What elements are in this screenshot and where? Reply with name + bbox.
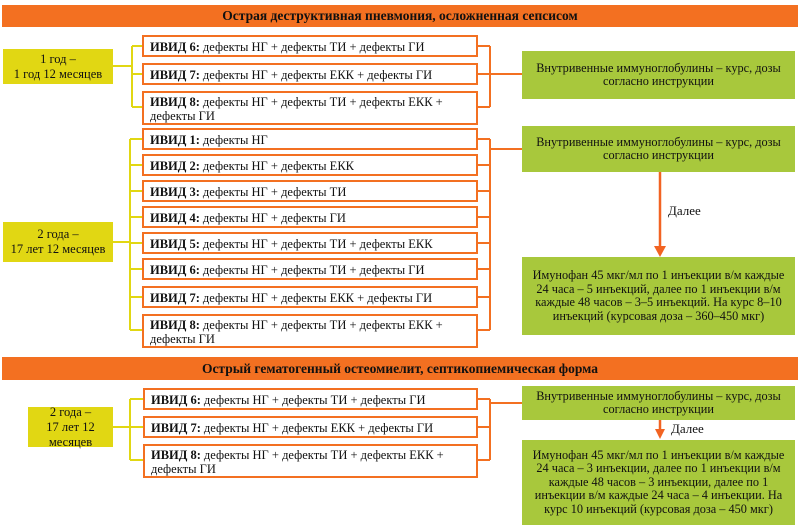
ivid-defects: дефекты НГ + дефекты ЕКК + дефекты ГИ bbox=[203, 421, 434, 435]
ivid-box: ИВИД 8:дефекты НГ + дефекты ТИ + дефекты… bbox=[142, 314, 478, 348]
ivid-number: ИВИД 3: bbox=[150, 185, 200, 199]
ivid-box: ИВИД 8:дефекты НГ + дефекты ТИ + дефекты… bbox=[143, 444, 478, 478]
ivid-defects: дефекты НГ + дефекты ТИ + дефекты ЕКК + … bbox=[150, 95, 443, 123]
ivid-defects: дефекты НГ bbox=[202, 133, 268, 147]
ivid-defects: дефекты НГ + дефекты ГИ bbox=[202, 211, 346, 225]
section-title: Острая деструктивная пневмония, осложнен… bbox=[222, 8, 578, 23]
outcome-text: Внутривенные иммуноглобулины – курс, доз… bbox=[536, 60, 781, 88]
outcome-box-imunofan: Имунофан 45 мкг/мл по 1 инъекции в/м каж… bbox=[522, 257, 795, 335]
age-line: 17 лет 12 месяцев bbox=[46, 419, 95, 449]
ivid-number: ИВИД 8: bbox=[150, 318, 200, 332]
age-line: 1 год – bbox=[40, 51, 76, 66]
ivid-number: ИВИД 8: bbox=[151, 448, 201, 462]
next-step-label: Далее bbox=[671, 421, 704, 437]
ivid-number: ИВИД 2: bbox=[150, 159, 200, 173]
ivid-defects: дефекты НГ + дефекты ТИ + дефекты ЕКК bbox=[202, 237, 433, 251]
ivid-box: ИВИД 6:дефекты НГ + дефекты ТИ + дефекты… bbox=[142, 35, 478, 57]
age-line: 2 года – bbox=[49, 404, 92, 419]
outcome-box-immunoglobulins: Внутривенные иммуноглобулины – курс, доз… bbox=[522, 51, 795, 99]
down-arrow-icon bbox=[654, 172, 666, 257]
ivid-box: ИВИД 7:дефекты НГ + дефекты ЕКК + дефект… bbox=[143, 416, 478, 438]
ivid-box: ИВИД 7:дефекты НГ + дефекты ЕКК + дефект… bbox=[142, 286, 478, 308]
outcome-text: Внутривенные иммуноглобулины – курс, доз… bbox=[536, 388, 781, 416]
ivid-box: ИВИД 8:дефекты НГ + дефекты ТИ + дефекты… bbox=[142, 91, 478, 125]
section-title: Острый гематогенный остеомиелит, септико… bbox=[201, 360, 599, 376]
ivid-box: ИВИД 1:дефекты НГ bbox=[142, 128, 478, 150]
age-box-2-years: 2 года – 17 лет 12 месяцев bbox=[28, 404, 113, 449]
outcome-box-immunoglobulins: Внутривенные иммуноглобулины – курс, доз… bbox=[522, 386, 795, 420]
outcome-text: Имунофан 45 мкг/мл по 1 инъекции в/м каж… bbox=[532, 268, 785, 323]
section-header-osteomyelitis: Острый гематогенный остеомиелит, септико… bbox=[2, 357, 798, 380]
ivid-defects: дефекты НГ + дефекты ЕКК + дефекты ГИ bbox=[202, 291, 433, 305]
age-line: 2 года – bbox=[37, 227, 79, 241]
outcome-text: Внутривенные иммуноглобулины – курс, доз… bbox=[536, 134, 781, 162]
next-step-label: Далее bbox=[668, 203, 701, 219]
ivid-number: ИВИД 1: bbox=[150, 133, 200, 147]
age-line: 1 год 12 месяцев bbox=[13, 66, 103, 81]
section-header-pneumonia: Острая деструктивная пневмония, осложнен… bbox=[2, 5, 798, 27]
ivid-defects: дефекты НГ + дефекты ЕКК bbox=[202, 159, 354, 173]
ivid-number: ИВИД 7: bbox=[151, 421, 201, 435]
ivid-number: ИВИД 6: bbox=[150, 263, 200, 277]
ivid-defects: дефекты НГ + дефекты ЕКК + дефекты ГИ bbox=[202, 68, 433, 82]
ivid-defects: дефекты НГ + дефекты ТИ + дефекты ГИ bbox=[203, 393, 426, 407]
next-step-text: Далее bbox=[671, 421, 704, 436]
age-line: 17 лет 12 месяцев bbox=[10, 242, 106, 256]
ivid-defects: дефекты НГ + дефекты ТИ + дефекты ГИ bbox=[202, 40, 425, 54]
outcome-box-imunofan: Имунофан 45 мкг/мл по 1 инъекции в/м каж… bbox=[522, 440, 795, 525]
ivid-number: ИВИД 7: bbox=[150, 291, 200, 305]
ivid-number: ИВИД 4: bbox=[150, 211, 200, 225]
next-step-text: Далее bbox=[668, 203, 701, 218]
ivid-number: ИВИД 6: bbox=[151, 393, 201, 407]
ivid-box: ИВИД 4:дефекты НГ + дефекты ГИ bbox=[142, 206, 478, 228]
ivid-defects: дефекты НГ + дефекты ТИ + дефекты ЕКК + … bbox=[150, 318, 443, 346]
outcome-box-immunoglobulins: Внутривенные иммуноглобулины – курс, доз… bbox=[522, 126, 795, 172]
ivid-number: ИВИД 8: bbox=[150, 95, 200, 109]
ivid-number: ИВИД 7: bbox=[150, 68, 200, 82]
ivid-box: ИВИД 6:дефекты НГ + дефекты ТИ + дефекты… bbox=[142, 258, 478, 280]
age-box-1-year: 1 год – 1 год 12 месяцев bbox=[3, 49, 113, 84]
ivid-box: ИВИД 5:дефекты НГ + дефекты ТИ + дефекты… bbox=[142, 232, 478, 254]
ivid-number: ИВИД 5: bbox=[150, 237, 200, 251]
age-box-2-years: 2 года – 17 лет 12 месяцев bbox=[3, 222, 113, 262]
ivid-box: ИВИД 2:дефекты НГ + дефекты ЕКК bbox=[142, 154, 478, 176]
ivid-defects: дефекты НГ + дефекты ТИ + дефекты ГИ bbox=[202, 263, 425, 277]
ivid-box: ИВИД 3:дефекты НГ + дефекты ТИ bbox=[142, 180, 478, 202]
ivid-number: ИВИД 6: bbox=[150, 40, 200, 54]
ivid-defects: дефекты НГ + дефекты ТИ bbox=[202, 185, 347, 199]
outcome-text: Имунофан 45 мкг/мл по 1 инъекции в/м каж… bbox=[532, 447, 785, 516]
ivid-box: ИВИД 6:дефекты НГ + дефекты ТИ + дефекты… bbox=[143, 388, 478, 410]
ivid-defects: дефекты НГ + дефекты ТИ + дефекты ЕКК + … bbox=[151, 448, 444, 476]
ivid-box: ИВИД 7:дефекты НГ + дефекты ЕКК + дефект… bbox=[142, 63, 478, 85]
down-arrow-icon bbox=[655, 420, 665, 439]
